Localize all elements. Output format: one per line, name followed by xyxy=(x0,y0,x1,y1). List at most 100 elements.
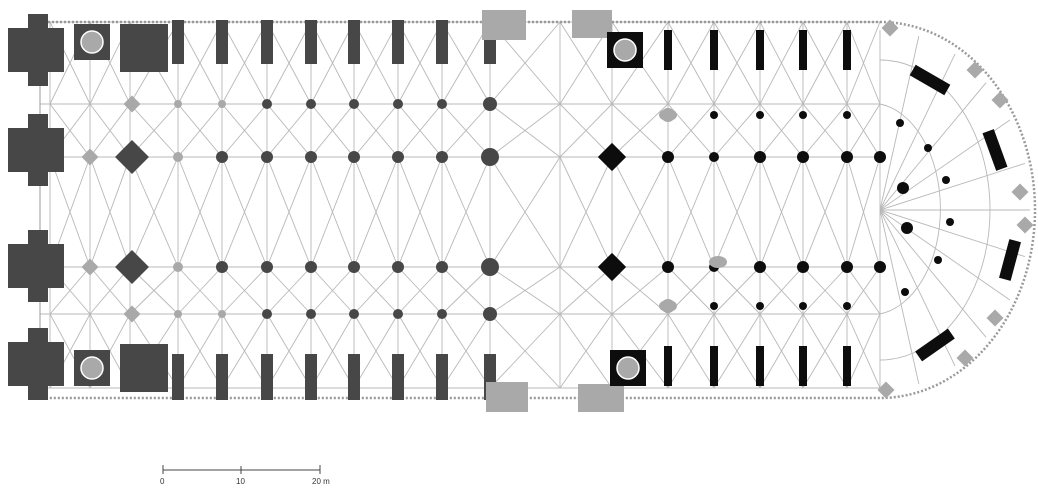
diagonal-rib xyxy=(353,313,399,389)
choir-aisle-pier xyxy=(799,302,807,310)
diagonal-rib xyxy=(353,156,399,268)
apse-rib xyxy=(879,162,1026,211)
nave-arcade-pier xyxy=(216,151,228,163)
later-pier xyxy=(709,256,727,268)
diagonal-rib xyxy=(759,313,804,389)
choir-arcade-pier xyxy=(662,261,674,273)
choir-arcade-pier xyxy=(841,261,853,273)
choir-aisle-pier xyxy=(710,302,718,310)
diagonal-rib xyxy=(667,156,715,268)
diagonal-rib xyxy=(266,103,312,158)
transept-pier xyxy=(578,384,624,412)
later-pier xyxy=(659,300,677,312)
scale-bar: 0 10 20 m xyxy=(160,465,330,486)
diagonal-rib xyxy=(310,103,355,158)
diagonal-rib xyxy=(802,313,848,389)
crossing-pier xyxy=(597,252,627,282)
diagonal-rib xyxy=(713,313,761,389)
west-tower-south xyxy=(8,328,64,400)
diagonal-rib xyxy=(353,103,399,158)
diagonal-rib xyxy=(129,156,179,268)
stair-turrets xyxy=(74,24,646,386)
apse-rib xyxy=(879,209,1011,301)
nave-buttress-north xyxy=(436,20,448,64)
scale-bar-label-10: 10 xyxy=(236,477,245,486)
apse-chapel-buttress xyxy=(966,61,984,79)
nave-arcade-pier xyxy=(261,261,273,273)
diagonal-rib xyxy=(667,21,715,105)
choir-aisle-pier xyxy=(799,111,807,119)
apse-chapel-buttress xyxy=(881,19,899,37)
nave-arcade-pier xyxy=(436,151,448,163)
minor-pier xyxy=(81,148,99,166)
nave-arcade-pier xyxy=(392,261,404,273)
diagonal-rib xyxy=(489,156,561,268)
nave-arcade-pier xyxy=(481,148,499,166)
diagonal-rib xyxy=(802,156,848,268)
nave-buttress-south xyxy=(305,354,317,400)
spiral-stair xyxy=(80,30,104,54)
diagonal-rib xyxy=(489,313,561,389)
aisle-pier xyxy=(437,99,447,109)
nave-arcade-pier xyxy=(216,261,228,273)
diagonal-rib xyxy=(846,103,881,158)
scale-bar-label-0: 0 xyxy=(160,477,165,486)
diagonal-rib xyxy=(310,266,355,315)
diagonal-rib xyxy=(441,156,491,268)
aisle-pier xyxy=(218,310,226,318)
aisle-pier xyxy=(437,309,447,319)
apse-radiating-buttress xyxy=(999,239,1021,281)
diagonal-rib xyxy=(489,266,561,315)
diagonal-rib xyxy=(489,103,561,158)
diagonal-rib xyxy=(353,21,399,105)
diagonal-rib xyxy=(310,156,355,268)
apse-radiating-buttress xyxy=(909,64,951,96)
apse-rib xyxy=(879,209,1026,258)
aisle-pier xyxy=(393,99,403,109)
diagonal-rib xyxy=(559,156,613,268)
choir-buttress-north xyxy=(710,30,718,70)
rib-vault-lines xyxy=(40,21,1030,390)
apse-chapels xyxy=(877,19,1034,399)
apse-radiating-buttress xyxy=(982,129,1008,171)
diagonal-rib xyxy=(49,266,91,315)
diagonal-rib xyxy=(559,103,613,158)
diagonal-rib xyxy=(221,266,268,315)
diagonal-rib xyxy=(221,156,268,268)
diagonal-rib xyxy=(846,266,881,315)
aisle-pier xyxy=(174,100,182,108)
piers xyxy=(81,95,954,323)
diagonal-rib xyxy=(221,21,268,105)
diagonal-rib xyxy=(397,266,443,315)
nave-arcade-pier xyxy=(261,151,273,163)
diagonal-rib xyxy=(611,156,669,268)
diagonal-rib xyxy=(397,21,443,105)
diamond-pier xyxy=(115,140,149,174)
apse-chapel-buttress xyxy=(1011,183,1029,201)
diagonal-rib xyxy=(489,21,561,105)
minor-pier xyxy=(123,305,141,323)
buttresses xyxy=(8,10,851,412)
nave-buttress-south xyxy=(436,354,448,400)
transept-pier xyxy=(482,10,526,40)
diagonal-rib xyxy=(89,156,131,268)
aisle-pier xyxy=(393,309,403,319)
apse-rib xyxy=(879,82,987,211)
diagonal-rib xyxy=(310,313,355,389)
apse-chapel-buttress xyxy=(956,349,974,367)
apse-chapel-buttress xyxy=(991,91,1009,109)
aisle-pier xyxy=(349,99,359,109)
scale-bar-label-20m: 20 m xyxy=(312,477,330,486)
diagonal-rib xyxy=(611,266,669,315)
diagonal-rib xyxy=(397,313,443,389)
nave-arcade-pier xyxy=(392,151,404,163)
ambulatory-pier xyxy=(934,256,942,264)
nave-buttress-south xyxy=(348,354,360,400)
choir-buttress-south xyxy=(664,346,672,386)
diagonal-rib xyxy=(221,103,268,158)
diagonal-rib xyxy=(177,103,223,158)
choir-buttress-south xyxy=(710,346,718,386)
diagonal-rib xyxy=(177,266,223,315)
apse-chapel-buttress xyxy=(1016,216,1034,234)
